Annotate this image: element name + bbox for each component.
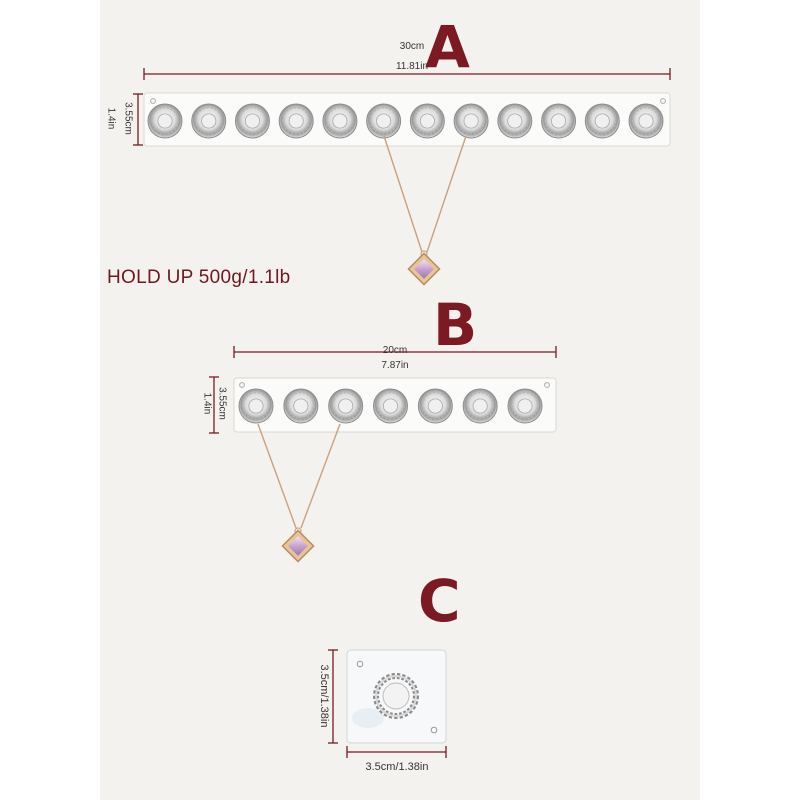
necklace-pendant-icon	[383, 135, 467, 286]
crystal-knob-icon	[373, 673, 419, 719]
dimension-width-b	[233, 346, 557, 358]
crystal-knob-icon	[238, 388, 274, 424]
crystal-knob-icon	[283, 388, 319, 424]
knobs-b	[238, 388, 543, 424]
width-metric-a: 30cm	[399, 41, 425, 52]
crystal-knob-icon	[147, 103, 183, 139]
knobs-a	[147, 103, 664, 139]
product-diagram: A B C HOLD UP 500g/1.1lb	[100, 0, 700, 800]
necklace-pendant-icon	[257, 423, 341, 563]
crystal-knob-icon	[366, 103, 402, 139]
width-imperial-a: 11.81in	[395, 61, 429, 72]
width-label-a: 30cm 11.81in	[357, 41, 467, 72]
dimension-height-b	[209, 376, 219, 434]
crystal-knob-icon	[628, 103, 664, 139]
height-label-c: 3.5cm/1.38in	[318, 664, 330, 728]
width-metric-b: 20cm	[382, 345, 408, 356]
crystal-knob-icon	[507, 388, 543, 424]
crystal-knob-icon	[191, 103, 227, 139]
height-metric-a: 3.55cm	[122, 102, 134, 135]
crystal-knob-icon	[497, 103, 533, 139]
crystal-knob-icon	[234, 103, 270, 139]
height-imperial-a: 1.4in	[105, 107, 117, 130]
crystal-knob-icon	[373, 388, 408, 424]
height-imperial-b: 1.4in	[201, 392, 213, 415]
crystal-knob-icon	[453, 103, 489, 139]
label-a: A	[425, 13, 470, 81]
dimension-height-c	[328, 649, 338, 744]
hanger-strip-a	[143, 92, 671, 147]
label-c: C	[418, 567, 461, 635]
crystal-knob-icon	[322, 103, 358, 139]
width-imperial-b: 7.87in	[381, 360, 409, 371]
dimension-width-a	[143, 68, 671, 80]
diagram-drawing	[133, 68, 671, 758]
height-metric-b: 3.55cm	[216, 387, 228, 420]
capacity-text: HOLD UP 500g/1.1lb	[107, 267, 291, 288]
crystal-knob-icon	[541, 103, 577, 139]
dimension-width-c	[346, 746, 447, 758]
crystal-knob-icon	[462, 388, 498, 424]
crystal-knob-icon	[328, 388, 364, 424]
width-label-b: 20cm 7.87in	[345, 345, 445, 371]
label-b: B	[433, 291, 478, 359]
dimension-height-a	[133, 93, 143, 146]
width-label-c: 3.5cm/1.38in	[365, 761, 429, 773]
crystal-knob-icon	[409, 103, 445, 139]
crystal-knob-icon	[417, 388, 453, 424]
crystal-knob-icon	[278, 103, 314, 139]
crystal-knob-icon	[584, 103, 620, 139]
